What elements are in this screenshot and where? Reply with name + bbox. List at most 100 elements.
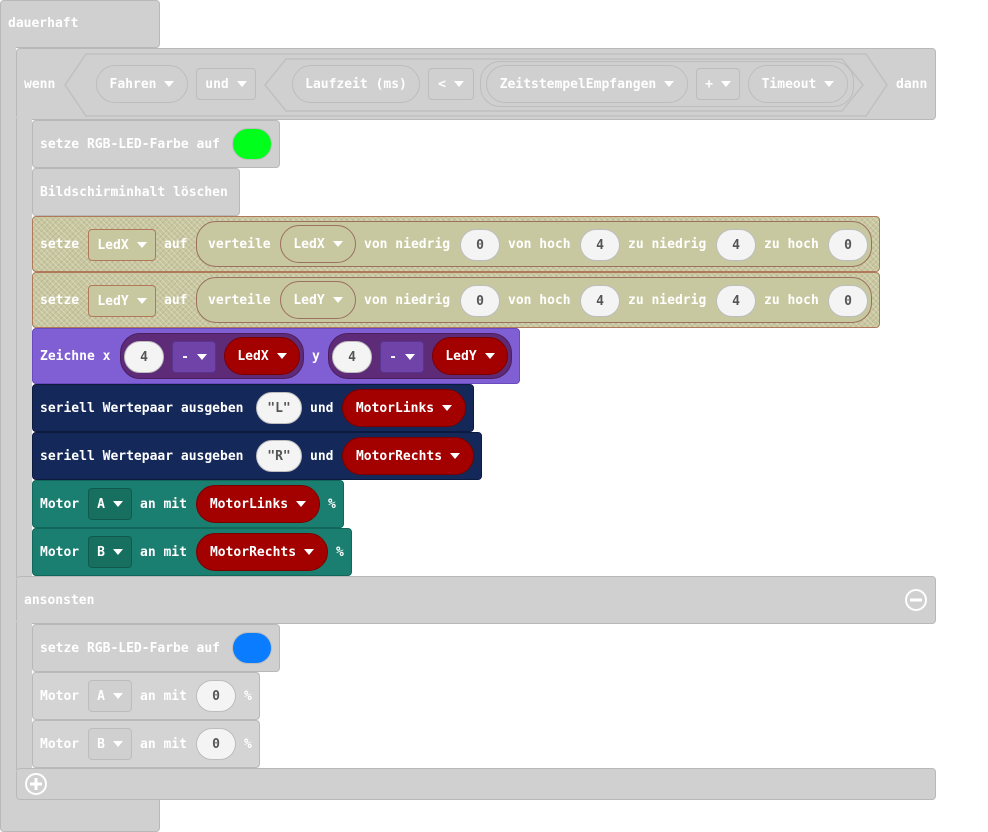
timestamp-variable[interactable]: ZeitstempelEmpfangen bbox=[486, 65, 688, 103]
motor-label: Motor bbox=[40, 689, 80, 704]
caret-down-icon bbox=[296, 501, 307, 507]
von-hoch-label: von hoch bbox=[508, 293, 571, 308]
color-swatch-green[interactable] bbox=[232, 128, 272, 160]
from-low-value: 0 bbox=[476, 293, 484, 309]
caret-down-icon bbox=[332, 241, 343, 247]
percent-label: % bbox=[328, 497, 336, 512]
else-motor-b-speed-input[interactable]: 0 bbox=[196, 728, 236, 760]
fahren-variable[interactable]: Fahren bbox=[96, 65, 188, 103]
caret-down-icon bbox=[196, 354, 207, 360]
ledy-source-variable[interactable]: LedY bbox=[280, 281, 356, 319]
from-high-input[interactable]: 4 bbox=[580, 285, 620, 317]
motor-b-dropdown[interactable]: B bbox=[88, 536, 132, 568]
motorrechts-variable[interactable]: MotorRechts bbox=[342, 437, 474, 475]
if-block-footer[interactable] bbox=[16, 768, 936, 800]
caret-down-icon bbox=[332, 297, 343, 303]
else-block-header[interactable] bbox=[16, 576, 936, 624]
motorrechts-label: MotorRechts bbox=[355, 448, 443, 464]
und-label: und bbox=[310, 401, 334, 416]
forever-block-spine bbox=[0, 40, 16, 810]
motor-b-label: B bbox=[97, 544, 105, 560]
ledx-variable[interactable]: LedX bbox=[224, 337, 300, 375]
ledx-variable-label: LedX bbox=[237, 348, 269, 364]
and-operator-dropdown[interactable]: und bbox=[196, 68, 256, 100]
compare-operator-dropdown[interactable]: < bbox=[428, 68, 474, 100]
to-low-value: 4 bbox=[732, 293, 740, 309]
serial-name-l-input[interactable]: "L" bbox=[256, 392, 302, 424]
motor-a-dropdown[interactable]: A bbox=[88, 488, 132, 520]
serial-name-r-input[interactable]: "R" bbox=[256, 440, 302, 472]
if-wenn-label: wenn bbox=[24, 77, 56, 92]
motorrechts-speed-variable[interactable]: MotorRechts bbox=[196, 533, 328, 571]
ledx-var-dropdown[interactable]: LedX bbox=[88, 229, 156, 261]
forever-block[interactable] bbox=[0, 0, 160, 48]
x-number-value: 4 bbox=[140, 349, 148, 365]
timeout-label: Timeout bbox=[761, 76, 817, 92]
caret-down-icon bbox=[236, 81, 247, 87]
ledy-variable[interactable]: LedY bbox=[432, 337, 508, 375]
motor-label: Motor bbox=[40, 497, 80, 512]
ledy-variable-label: LedY bbox=[445, 348, 477, 364]
from-high-value: 4 bbox=[596, 293, 604, 309]
color-swatch-blue[interactable] bbox=[232, 632, 272, 664]
x-operator-dropdown[interactable]: - bbox=[172, 341, 216, 373]
plus-circle-icon[interactable] bbox=[24, 772, 48, 796]
zu-hoch-label: zu hoch bbox=[764, 293, 819, 308]
to-low-input[interactable]: 4 bbox=[716, 285, 756, 317]
motor-label: Motor bbox=[40, 737, 80, 752]
to-high-input[interactable]: 0 bbox=[828, 229, 868, 261]
motorlinks-speed-variable[interactable]: MotorLinks bbox=[196, 485, 320, 523]
from-low-input[interactable]: 0 bbox=[460, 285, 500, 317]
clear-screen-block[interactable] bbox=[32, 168, 240, 216]
caret-down-icon bbox=[112, 549, 123, 555]
caret-down-icon bbox=[442, 405, 453, 411]
caret-down-icon bbox=[276, 353, 287, 359]
ledx-source-label: LedX bbox=[293, 236, 325, 252]
y-label: y bbox=[312, 349, 320, 364]
verteile-label: verteile bbox=[208, 237, 271, 252]
ledy-var-dropdown[interactable]: LedY bbox=[88, 285, 156, 317]
caret-down-icon bbox=[453, 81, 464, 87]
set-rgb-label: setze RGB-LED-Farbe auf bbox=[40, 641, 221, 656]
else-motor-a-dropdown[interactable]: A bbox=[88, 680, 132, 712]
fahren-label: Fahren bbox=[109, 76, 157, 92]
an-mit-label: an mit bbox=[140, 737, 187, 752]
ledy-var-label: LedY bbox=[97, 293, 129, 309]
else-motor-a-speed-input[interactable]: 0 bbox=[196, 680, 236, 712]
else-label: ansonsten bbox=[24, 593, 95, 608]
motorlinks-variable[interactable]: MotorLinks bbox=[342, 389, 466, 427]
timeout-variable[interactable]: Timeout bbox=[748, 65, 848, 103]
caret-down-icon bbox=[112, 501, 123, 507]
von-niedrig-label: von niedrig bbox=[364, 237, 451, 252]
else-motor-b-label: B bbox=[97, 736, 105, 752]
serial-label: seriell Wertepaar ausgeben bbox=[40, 449, 244, 464]
caret-down-icon bbox=[112, 693, 123, 699]
from-high-input[interactable]: 4 bbox=[580, 229, 620, 261]
ledx-source-variable[interactable]: LedX bbox=[280, 225, 356, 263]
caret-down-icon bbox=[112, 741, 123, 747]
minus-circle-icon[interactable] bbox=[904, 588, 928, 612]
and-operator-label: und bbox=[205, 76, 229, 92]
plus-operator-dropdown[interactable]: + bbox=[696, 68, 740, 100]
caret-down-icon bbox=[304, 549, 315, 555]
x-number-input[interactable]: 4 bbox=[124, 341, 164, 373]
to-high-input[interactable]: 0 bbox=[828, 285, 868, 317]
zu-niedrig-label: zu niedrig bbox=[628, 237, 707, 252]
set-label: setze bbox=[40, 293, 80, 308]
caret-down-icon bbox=[136, 298, 147, 304]
else-motor-b-dropdown[interactable]: B bbox=[88, 728, 132, 760]
to-low-value: 4 bbox=[732, 237, 740, 253]
an-mit-label: an mit bbox=[140, 497, 187, 512]
if-block-spine-then bbox=[16, 118, 32, 578]
motor-a-label: A bbox=[97, 496, 105, 512]
y-operator-dropdown[interactable]: - bbox=[380, 341, 424, 373]
verteile-label: verteile bbox=[208, 293, 271, 308]
runtime-block[interactable]: Laufzeit (ms) bbox=[292, 65, 420, 103]
forever-block-bottom[interactable] bbox=[0, 796, 160, 832]
zu-hoch-label: zu hoch bbox=[764, 237, 819, 252]
from-low-value: 0 bbox=[476, 237, 484, 253]
to-low-input[interactable]: 4 bbox=[716, 229, 756, 261]
motorrechts-speed-label: MotorRechts bbox=[209, 544, 297, 560]
from-low-input[interactable]: 0 bbox=[460, 229, 500, 261]
y-number-input[interactable]: 4 bbox=[332, 341, 372, 373]
